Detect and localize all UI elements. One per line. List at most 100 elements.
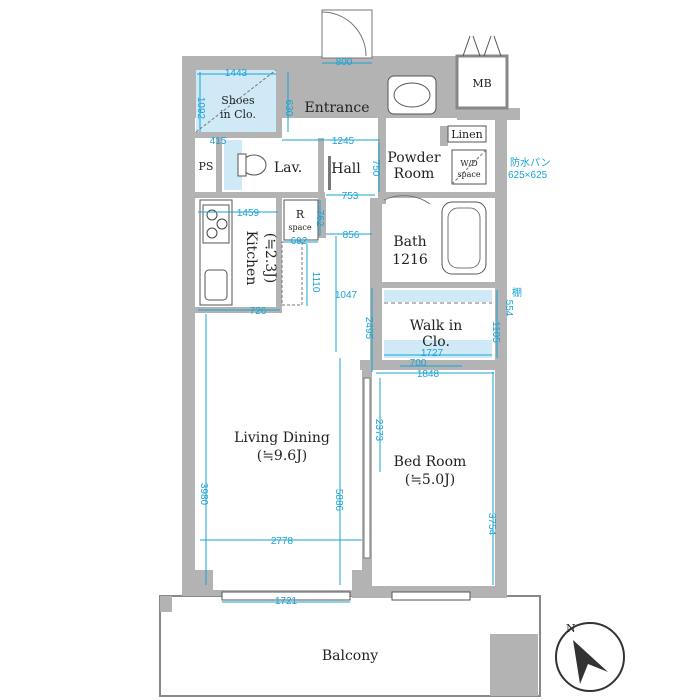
powder-room-label-line2: Room bbox=[394, 166, 435, 182]
dim-2495: 2495 bbox=[363, 317, 374, 340]
dim-2373: 2373 bbox=[373, 419, 384, 442]
mb-box bbox=[455, 54, 509, 110]
entrance-door-frame bbox=[321, 9, 373, 59]
dim-1848: 1848 bbox=[417, 369, 440, 380]
wall-right bbox=[495, 118, 507, 598]
waterproof-pan-label: 防水パン bbox=[510, 156, 551, 169]
entrance-label: Entrance bbox=[304, 100, 369, 116]
burner-1 bbox=[206, 209, 218, 221]
dim-3754: 3754 bbox=[486, 513, 497, 536]
dim-700: 700 bbox=[410, 358, 427, 369]
wall-bottom-mid bbox=[352, 570, 372, 598]
linen-box bbox=[447, 125, 487, 143]
wd-label-line1: W/D bbox=[460, 159, 477, 168]
dimension-lines bbox=[197, 62, 498, 603]
burner-3 bbox=[206, 227, 218, 239]
wall-walkin-bottom bbox=[360, 360, 495, 370]
powder-sink-basin bbox=[393, 82, 431, 108]
dim-753: 753 bbox=[342, 191, 359, 202]
walk-in-label-line2: Clo. bbox=[422, 334, 450, 350]
walk-in-label-line1: Walk in bbox=[410, 318, 462, 334]
dim-762: 762 bbox=[314, 210, 325, 227]
kitchen-storage bbox=[281, 241, 303, 306]
dim-1245: 1245 bbox=[332, 136, 355, 147]
lav-closet-blue bbox=[224, 140, 242, 190]
wall-bottom-left-stub bbox=[195, 570, 213, 596]
linen-label: Linen bbox=[451, 128, 483, 141]
dim-2778: 2778 bbox=[271, 536, 294, 547]
entrance-door-swing bbox=[321, 11, 367, 57]
dim-692: 692 bbox=[291, 236, 308, 247]
bed-room-sliding-door bbox=[363, 377, 371, 559]
bed-room-window bbox=[391, 591, 471, 601]
lav-label: Lav. bbox=[274, 160, 302, 176]
dim-554: 554 bbox=[503, 300, 514, 317]
dim-1110: 1110 bbox=[310, 272, 321, 293]
dim-1459: 1459 bbox=[237, 208, 260, 219]
mb-door-right bbox=[483, 35, 502, 57]
dim-5886: 5886 bbox=[333, 489, 344, 512]
dim-1092: 1092 bbox=[195, 97, 206, 120]
hall-label: Hall bbox=[331, 161, 361, 177]
r-space-box bbox=[283, 199, 319, 241]
hall-door-panel bbox=[328, 156, 331, 190]
dim-1443: 1443 bbox=[225, 68, 248, 79]
bath-door-swing bbox=[383, 195, 431, 205]
dim-856: 856 bbox=[343, 230, 360, 241]
wall-left bbox=[182, 56, 195, 596]
wall-r-space-right bbox=[318, 198, 326, 238]
living-dining-area-label: (≒9.6J) bbox=[257, 448, 308, 464]
wall-bottom-right bbox=[470, 586, 507, 598]
balcony-area bbox=[159, 595, 541, 697]
dim-1721: 1721 bbox=[275, 596, 298, 607]
waterproof-pan-size: 625×625 bbox=[508, 170, 548, 181]
balcony-wall-right bbox=[490, 634, 538, 696]
walk-in-shelf-bottom bbox=[384, 340, 492, 358]
shoes-closet-label-line2: in Clo. bbox=[220, 108, 256, 121]
walk-in-shelf-top bbox=[384, 290, 492, 302]
shoes-closet-diagonal bbox=[195, 69, 277, 133]
dim-415: 415 bbox=[210, 136, 227, 147]
wall-entrance-right bbox=[378, 69, 386, 204]
kitchen-area-label: (≒2.3J) bbox=[262, 233, 278, 284]
living-dining-label: Living Dining bbox=[234, 430, 330, 446]
bath-size-label: 1216 bbox=[392, 252, 428, 268]
wall-lav-bottom bbox=[195, 192, 325, 198]
wall-top-right bbox=[457, 108, 520, 120]
wall-lav-right bbox=[318, 138, 324, 192]
dim-750: 750 bbox=[370, 160, 381, 177]
bed-room-area-label: (≒5.0J) bbox=[405, 472, 456, 488]
kitchen-label: Kitchen bbox=[243, 231, 259, 286]
balcony-label: Balcony bbox=[322, 648, 378, 664]
r-space-label-line1: R bbox=[296, 208, 305, 221]
mb-label: MB bbox=[472, 77, 491, 90]
svg-text:N: N bbox=[566, 622, 576, 635]
wall-kitchen-right bbox=[276, 198, 282, 313]
bathtub-inner bbox=[447, 207, 481, 269]
shoes-closet-label-line1: Shoes bbox=[221, 94, 255, 107]
burner-2 bbox=[216, 218, 228, 230]
dim-800: 800 bbox=[336, 57, 353, 68]
shelf-note: 棚 bbox=[512, 286, 522, 299]
dim-3980: 3980 bbox=[198, 483, 209, 506]
wall-linen-left bbox=[440, 126, 448, 146]
dim-1047: 1047 bbox=[335, 290, 358, 301]
r-space-label-line2: space bbox=[288, 223, 311, 232]
stove-icon bbox=[202, 204, 230, 244]
bath-label: Bath bbox=[393, 234, 426, 250]
dim-1727: 1727 bbox=[421, 348, 444, 359]
wall-entrance-left bbox=[276, 69, 282, 134]
wall-bath-bottom bbox=[382, 282, 495, 288]
wd-diagonal bbox=[451, 149, 487, 185]
compass-icon: N bbox=[555, 622, 625, 692]
wall-hall-right bbox=[370, 198, 382, 370]
dim-1105: 1105 bbox=[490, 321, 501, 343]
balcony-left-post bbox=[160, 596, 172, 612]
wd-label-line2: space bbox=[457, 170, 480, 179]
bed-room-label: Bed Room bbox=[394, 454, 467, 470]
living-window bbox=[221, 591, 351, 601]
mb-door-left bbox=[462, 35, 481, 57]
wall-top bbox=[182, 56, 457, 69]
wall-powder-bottom bbox=[382, 192, 495, 198]
